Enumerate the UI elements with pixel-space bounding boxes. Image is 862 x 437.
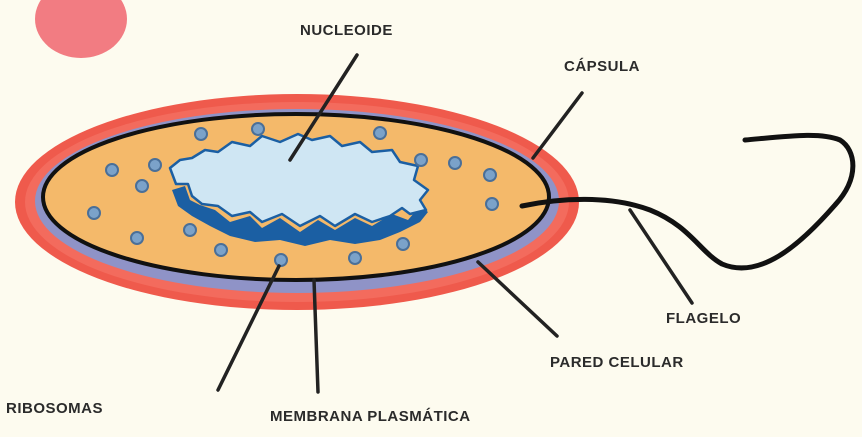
- ribosome: [449, 157, 461, 169]
- ribosome: [131, 232, 143, 244]
- ribosome: [106, 164, 118, 176]
- ribosome: [215, 244, 227, 256]
- nucleoide-label: NUCLEOIDE: [300, 22, 393, 39]
- pared-celular-label: PARED CELULAR: [550, 354, 684, 371]
- ribosome: [149, 159, 161, 171]
- ribosome: [195, 128, 207, 140]
- pared-celular-pointer: [478, 262, 557, 336]
- ribosome: [486, 198, 498, 210]
- ribosome: [275, 254, 287, 266]
- ribosome: [415, 154, 427, 166]
- flagellum: [522, 135, 853, 268]
- ribosome: [136, 180, 148, 192]
- flagelo-pointer: [630, 210, 692, 303]
- capsula-pointer: [533, 93, 582, 158]
- ribosomas-label: RIBOSOMAS: [6, 400, 103, 417]
- ribosome: [349, 252, 361, 264]
- ribosome: [374, 127, 386, 139]
- flagelo-label: FLAGELO: [666, 310, 741, 327]
- ribosome: [184, 224, 196, 236]
- ribosome: [88, 207, 100, 219]
- ribosome: [397, 238, 409, 250]
- ribosome: [484, 169, 496, 181]
- membrana-plasmatica-label: MEMBRANA PLASMÁTICA: [270, 408, 471, 425]
- ribosome: [252, 123, 264, 135]
- capsula-label: CÁPSULA: [564, 58, 640, 75]
